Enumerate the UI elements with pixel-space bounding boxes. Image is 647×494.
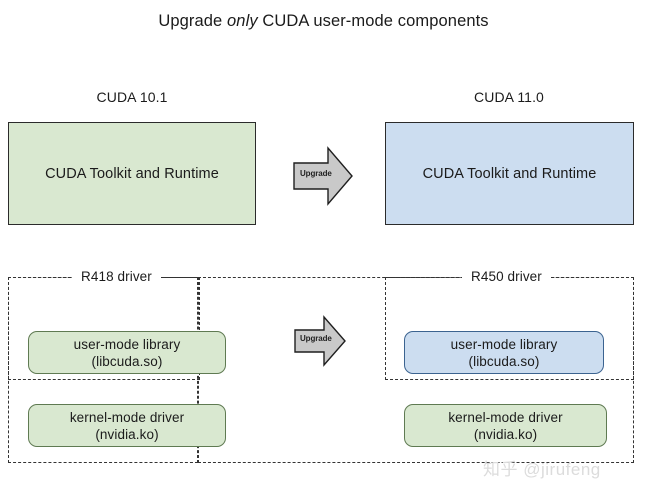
kernel-mode-driver-box-r450: kernel-mode driver (nvidia.ko) [404, 404, 607, 447]
upgrade-arrow-top: Upgrade [292, 145, 354, 207]
user-mode-library-line2: (libcuda.so) [468, 353, 540, 369]
block-arrow-icon [294, 315, 346, 367]
watermark: 知乎 @jirufeng [483, 460, 601, 479]
kernel-mode-driver-box-r418: kernel-mode driver (nvidia.ko) [28, 404, 226, 447]
kernel-mode-driver-line2: (nvidia.ko) [95, 426, 159, 442]
block-arrow-icon [293, 146, 353, 206]
kernel-mode-driver-line1: kernel-mode driver [448, 409, 563, 425]
page-title: Upgrade only CUDA user-mode components [90, 10, 557, 32]
kernel-mode-driver-line2: (nvidia.ko) [473, 426, 538, 442]
title-part-before: Upgrade [158, 12, 228, 30]
driver-region-label-r418: R418 driver [72, 269, 161, 284]
column-caption-cuda-10-1: CUDA 10.1 [96, 89, 168, 105]
user-mode-library-line2: (libcuda.so) [91, 353, 163, 369]
cuda-toolkit-runtime-box-right: CUDA Toolkit and Runtime [385, 122, 634, 225]
user-mode-library-line1: user-mode library [450, 336, 558, 352]
title-part-after: CUDA user-mode components [257, 12, 489, 30]
user-mode-library-box-r418: user-mode library (libcuda.so) [28, 331, 226, 374]
title-emphasis: only [227, 12, 258, 30]
upgrade-arrow-bottom: Upgrade [293, 315, 347, 367]
upgrade-arrow-bottom-label: Upgrade [300, 334, 332, 343]
upgrade-arrow-top-label: Upgrade [300, 169, 332, 178]
kernel-mode-driver-line1: kernel-mode driver [69, 409, 185, 425]
driver-region-label-r450: R450 driver [462, 269, 551, 284]
cuda-toolkit-runtime-box-left: CUDA Toolkit and Runtime [8, 122, 256, 225]
column-caption-cuda-11-0: CUDA 11.0 [474, 89, 544, 105]
user-mode-library-box-r450: user-mode library (libcuda.so) [404, 331, 604, 374]
user-mode-library-line1: user-mode library [73, 336, 181, 352]
